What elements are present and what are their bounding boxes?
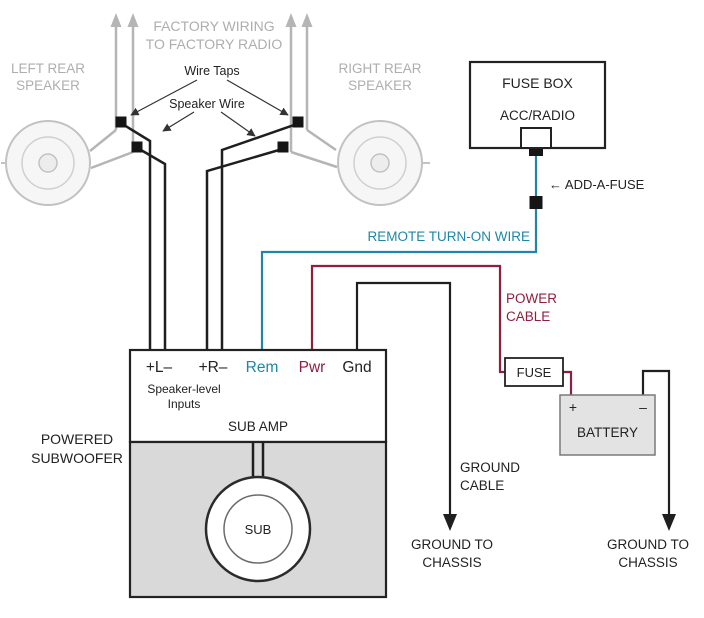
ground-cable-label-line2: CABLE bbox=[460, 478, 504, 493]
ground-to-chassis-left-line2: CHASSIS bbox=[422, 555, 481, 570]
wire-taps-pointer-left bbox=[130, 79, 198, 116]
sub-label: SUB bbox=[245, 522, 272, 537]
terminal-left-input: +L– bbox=[146, 359, 173, 376]
wire-taps bbox=[115, 116, 304, 153]
factory-wire-stub bbox=[306, 128, 337, 152]
terminal-ground: Gnd bbox=[342, 359, 371, 376]
power-cable-label-line2: CABLE bbox=[506, 309, 550, 324]
up-arrowhead-icon bbox=[285, 13, 297, 27]
fuse-box-title: FUSE BOX bbox=[502, 75, 573, 91]
factory-wiring-wires bbox=[89, 26, 338, 170]
add-a-fuse-holder bbox=[529, 196, 543, 209]
inline-fuse: FUSE bbox=[504, 357, 564, 387]
power-cable-wire bbox=[310, 264, 573, 396]
speaker-level-wires bbox=[123, 123, 295, 352]
ground-to-chassis-right-line2: CHASSIS bbox=[618, 555, 677, 570]
speaker-dust-cap bbox=[370, 153, 390, 173]
down-arrowhead-icon bbox=[662, 514, 676, 531]
wire-tap bbox=[131, 141, 143, 153]
down-arrowhead-icon bbox=[443, 514, 457, 531]
battery-plus-terminal: + bbox=[569, 399, 577, 415]
power-cable-label-line1: POWER bbox=[506, 291, 557, 306]
speaker-cone-ring bbox=[21, 136, 75, 190]
wire-tap bbox=[292, 116, 304, 128]
remote-turn-on-label: REMOTE TURN-ON WIRE bbox=[368, 229, 531, 244]
terminal-power: Pwr bbox=[299, 359, 326, 376]
factory-wiring-arrowheads bbox=[110, 13, 313, 27]
sub-amp-label: SUB AMP bbox=[228, 419, 288, 434]
factory-wire-stub bbox=[290, 150, 338, 169]
powered-subwoofer-label-line1: POWERED bbox=[41, 431, 113, 447]
factory-wire-stub bbox=[90, 150, 134, 170]
left-speaker-label-line1: LEFT REAR bbox=[11, 61, 85, 76]
ground-cable-wire bbox=[355, 281, 452, 516]
speaker-wire-left-pos bbox=[123, 123, 152, 352]
speaker-level-inputs-label-line2: Inputs bbox=[168, 397, 201, 411]
speaker-wire-right-pos bbox=[220, 123, 295, 352]
acc-radio-slot bbox=[520, 127, 552, 149]
factory-wire-stub bbox=[89, 129, 117, 152]
right-rear-speaker bbox=[337, 120, 430, 206]
amp-outline bbox=[128, 348, 388, 444]
battery: + – BATTERY bbox=[559, 394, 656, 456]
fuse-outline bbox=[504, 357, 564, 387]
speaker-dust-cap bbox=[38, 153, 58, 173]
battery-label: BATTERY bbox=[577, 425, 638, 440]
ground-to-chassis-left-line1: GROUND TO bbox=[411, 537, 493, 552]
speaker-level-inputs-label-line1: Speaker-level bbox=[147, 382, 220, 396]
ground-wires bbox=[355, 281, 676, 531]
powered-subwoofer-label-line2: SUBWOOFER bbox=[31, 450, 123, 466]
factory-wiring-label-line1: FACTORY WIRING bbox=[153, 18, 274, 34]
wire-tap bbox=[277, 141, 289, 153]
battery-ground-wire bbox=[641, 369, 671, 516]
ground-to-chassis-right-line1: GROUND TO bbox=[607, 537, 689, 552]
speaker-wire-label: Speaker Wire bbox=[169, 97, 245, 111]
right-speaker-label-line1: RIGHT REAR bbox=[338, 61, 421, 76]
speaker-wire-pointer-right bbox=[220, 111, 256, 137]
power-wire-amp-to-fuse bbox=[310, 264, 505, 374]
fuse-box: FUSE BOX ACC/RADIO bbox=[468, 60, 607, 150]
battery-minus-terminal: – bbox=[639, 399, 647, 415]
left-speaker-label-line2: SPEAKER bbox=[16, 78, 80, 93]
speaker-wire-left-neg bbox=[140, 148, 167, 352]
terminal-remote: Rem bbox=[246, 359, 279, 376]
up-arrowhead-icon bbox=[301, 13, 313, 27]
terminal-right-input: +R– bbox=[199, 359, 228, 376]
add-a-fuse-label: ← ADD-A-FUSE bbox=[549, 177, 645, 192]
label-pointers bbox=[130, 79, 289, 137]
remote-wire-segment bbox=[260, 209, 538, 352]
speaker-wire-pointer-left bbox=[162, 111, 195, 132]
wire-taps-pointer-right bbox=[226, 79, 289, 116]
speaker-wire-right-neg bbox=[205, 148, 280, 352]
sub-speaker-inner bbox=[223, 494, 293, 564]
power-wire-fuse-to-battery bbox=[563, 370, 573, 396]
battery-outline bbox=[559, 394, 656, 456]
sub-amp: +L– +R– Rem Pwr Gnd Speaker-level Inputs… bbox=[128, 348, 388, 444]
acc-radio-label: ACC/RADIO bbox=[500, 108, 575, 123]
right-speaker-label-line2: SPEAKER bbox=[348, 78, 412, 93]
fuse-label: FUSE bbox=[517, 365, 552, 380]
wire-tap bbox=[115, 116, 127, 128]
up-arrowhead-icon bbox=[127, 13, 139, 27]
up-arrowhead-icon bbox=[110, 13, 122, 27]
speaker-cone-ring bbox=[353, 136, 407, 190]
wire-taps-label: Wire Taps bbox=[184, 64, 239, 78]
ground-cable-label-line1: GROUND bbox=[460, 460, 520, 475]
left-rear-speaker bbox=[1, 120, 91, 206]
subwoofer-enclosure: SUB bbox=[128, 440, 388, 599]
factory-wiring-label-line2: TO FACTORY RADIO bbox=[146, 36, 283, 52]
